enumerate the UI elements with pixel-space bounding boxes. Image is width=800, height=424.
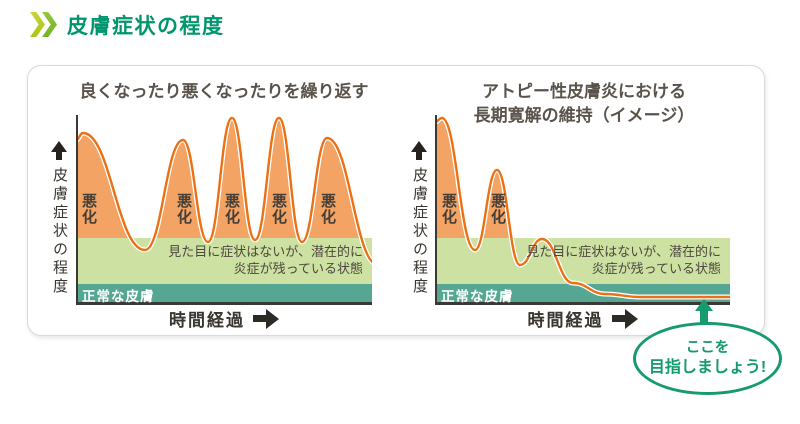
flare-label: 悪化 <box>319 193 336 225</box>
latent-inflammation-band <box>435 238 730 284</box>
goal-callout-line2: 目指しましょう! <box>648 358 767 376</box>
up-arrow-head <box>411 141 427 152</box>
chart-canvas <box>435 115 730 305</box>
flare-area-fill <box>76 118 362 238</box>
right-arrow-shaft <box>253 315 266 322</box>
y-axis-line <box>435 115 437 305</box>
up-arrow-icon <box>51 141 67 160</box>
page-title: 皮膚症状の程度 <box>67 15 225 38</box>
flare-label: 悪化 <box>270 193 287 225</box>
chart-title: アトピー性皮膚炎における 長期寛解の維持（イメージ） <box>473 82 695 125</box>
x-axis-line <box>435 302 730 305</box>
normal-skin-label: 正常な皮膚 <box>441 289 514 304</box>
up-arrow-head <box>51 141 67 152</box>
right-arrow-icon <box>253 308 279 329</box>
y-axis-group: 皮膚症状の程度 <box>408 141 430 297</box>
goal-callout-bubble: ここを 目指しましょう! <box>633 322 782 395</box>
chevron-icon <box>30 12 45 37</box>
normal-skin-label: 正常な皮膚 <box>82 289 155 304</box>
y-axis-title: 皮膚症状の程度 <box>51 167 68 297</box>
x-axis-title: 時間経過 <box>169 311 245 330</box>
chart-relapsing-course: 良くなったり悪くなったりを繰り返す皮膚症状の程度悪化悪化悪化悪化悪化見た目に症状… <box>40 78 380 334</box>
right-arrow-icon <box>611 308 638 329</box>
chart-long-term-remission: アトピー性皮膚炎における 長期寛解の維持（イメージ）皮膚症状の程度悪化悪化見た目… <box>400 78 740 334</box>
latent-inflammation-label: 見た目に症状はないが、潜在的に 炎症が残っている状態 <box>526 244 721 276</box>
y-axis-title: 皮膚症状の程度 <box>411 167 428 297</box>
right-arrow-head <box>624 308 638 329</box>
right-arrow-head <box>266 308 279 329</box>
flare-label: 悪化 <box>489 193 506 225</box>
goal-callout-line1: ここを <box>685 340 730 357</box>
flare-label: 悪化 <box>175 193 192 225</box>
x-axis-title: 時間経過 <box>527 311 604 330</box>
y-axis-line <box>76 115 78 305</box>
latent-inflammation-label: 見た目に症状はないが、潜在的に 炎症が残っている状態 <box>168 244 363 276</box>
callout-up-arrow-shaft <box>700 310 708 324</box>
chart-title: 良くなったり悪くなったりを繰り返す <box>79 82 369 101</box>
x-axis-line <box>76 302 372 305</box>
symptom-curve <box>76 116 372 264</box>
flare-label: 悪化 <box>223 193 240 225</box>
right-arrow-shaft <box>611 315 625 322</box>
plot-area: 悪化悪化見た目に症状はないが、潜在的に 炎症が残っている状態正常な皮膚 <box>435 115 730 305</box>
callout-up-arrow-icon <box>695 299 713 311</box>
flare-area-fill <box>435 118 512 238</box>
x-axis-label-group: 時間経過 <box>435 306 730 331</box>
x-axis-label-group: 時間経過 <box>76 306 372 331</box>
flare-label: 悪化 <box>80 193 97 225</box>
flare-label: 悪化 <box>440 193 457 225</box>
latent-inflammation-band <box>76 238 372 284</box>
up-arrow-shaft <box>416 152 422 160</box>
page-header: 皮膚症状の程度 <box>30 12 225 42</box>
normal-skin-band <box>76 284 372 303</box>
double-chevron-icon <box>30 12 57 42</box>
symptom-curve <box>435 116 730 299</box>
up-arrow-shaft <box>56 152 62 160</box>
up-arrow-icon <box>411 141 427 160</box>
plot-area: 悪化悪化悪化悪化悪化見た目に症状はないが、潜在的に 炎症が残っている状態正常な皮… <box>76 115 372 305</box>
chart-canvas <box>76 115 372 305</box>
y-axis-group: 皮膚症状の程度 <box>48 141 70 297</box>
